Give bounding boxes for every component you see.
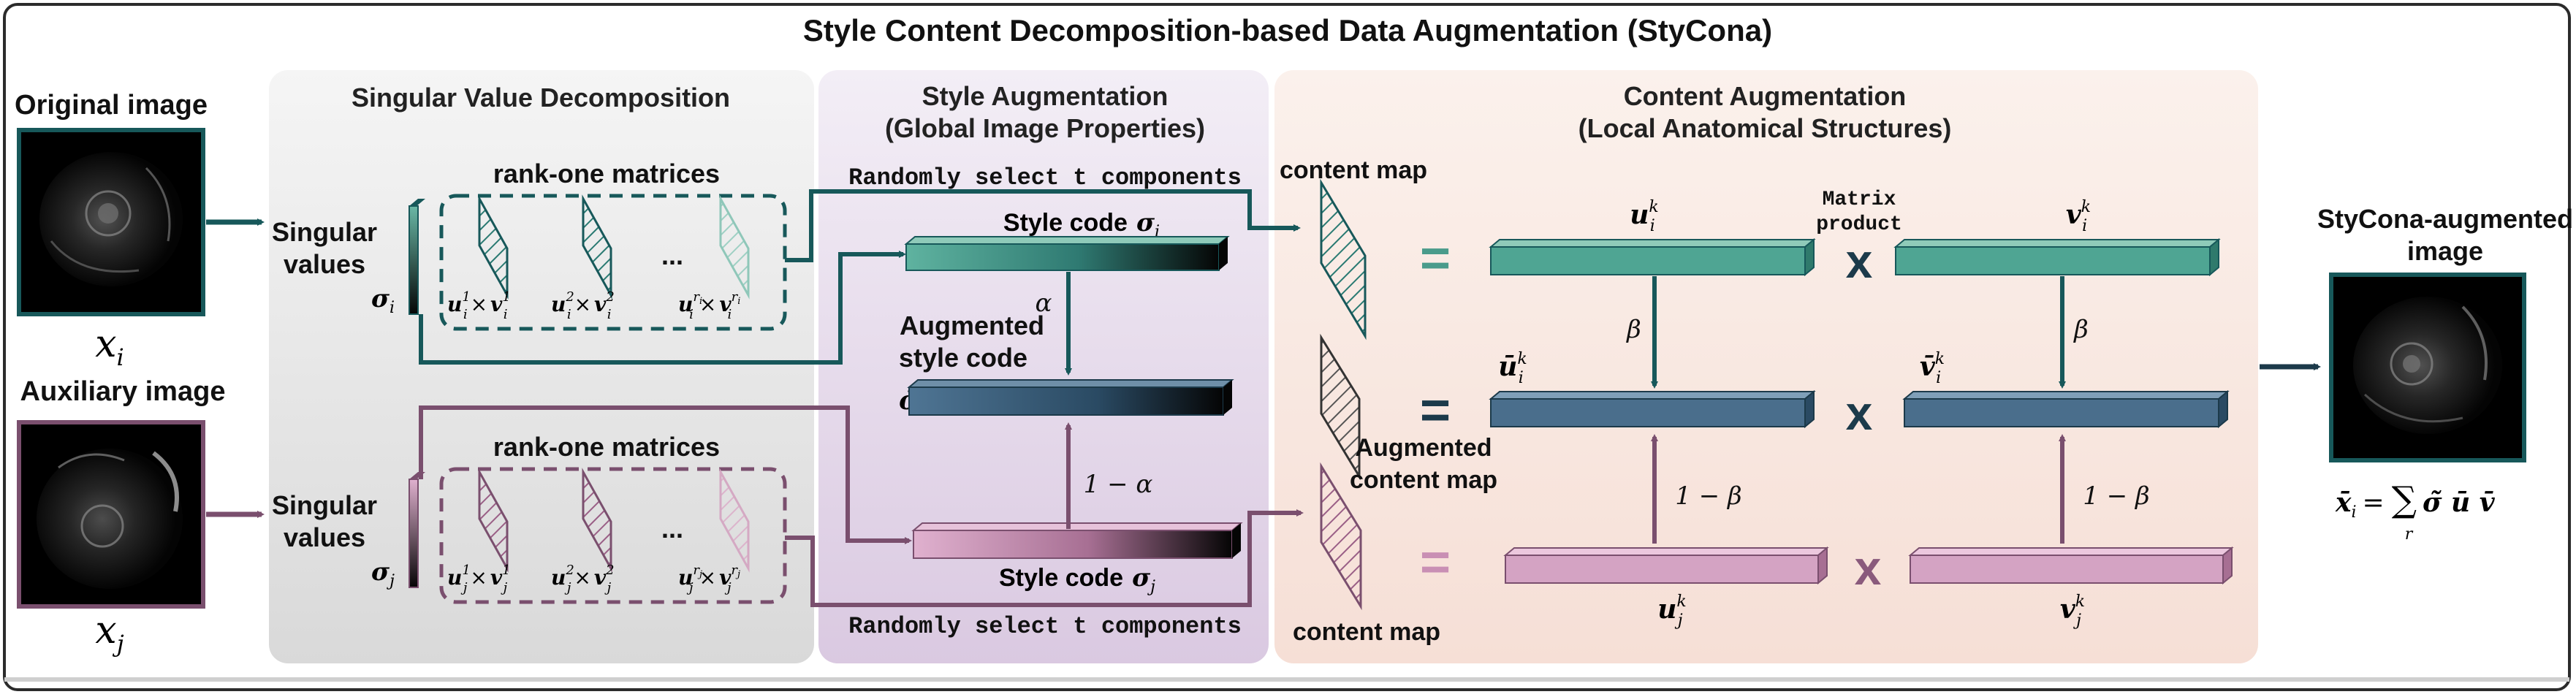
augmented-style-code-bar xyxy=(907,379,1234,416)
alpha-label: α xyxy=(1036,289,1052,318)
one-minus-alpha-label: 1 − α xyxy=(1084,470,1153,499)
content-map-bottom-label: content map xyxy=(1293,618,1440,646)
x-j-label: xj xyxy=(95,609,124,658)
svg-text:r: r xyxy=(2405,525,2414,544)
singular-values-bottom-1: Singular xyxy=(272,490,377,520)
select-components-top: Randomly select t components xyxy=(848,164,1242,191)
svd-panel xyxy=(269,70,814,663)
content-panel xyxy=(1274,70,2258,663)
auxiliary-image xyxy=(17,420,205,609)
teal-sigma-connector xyxy=(419,251,906,365)
content-map-bottom xyxy=(1320,462,1362,611)
content-map-top-label: content map xyxy=(1280,156,1427,184)
u-bottom-bar xyxy=(1503,546,1829,585)
outer-frame xyxy=(3,3,2571,691)
svg-text:x̄̄i=∑σ̃ ū v̄: x̄̄i=∑σ̃ ū v̄ xyxy=(2335,479,2496,522)
rank-one-bottom-matrix-1 xyxy=(478,468,509,573)
rank-one-top-matrix-2 xyxy=(582,194,612,300)
rank-one-bottom-ellipsis: ... xyxy=(661,514,683,544)
augmented-content-map-label-2: content map xyxy=(1350,466,1497,494)
x-i-label: xi xyxy=(95,322,124,371)
v-top-bar xyxy=(1893,237,2221,277)
teal-select-connector xyxy=(785,189,1301,262)
content-map-augmented xyxy=(1320,333,1361,481)
sigma-i-label: σi xyxy=(371,284,395,317)
singular-values-top-1: Singular xyxy=(272,217,377,247)
output-label-1: StyCona-augmented xyxy=(2317,204,2573,234)
style-code-bottom-bar xyxy=(911,522,1243,559)
content-title: Content Augmentation xyxy=(1624,81,1907,111)
u-top-bar xyxy=(1489,237,1816,277)
equals-top: = xyxy=(1420,229,1451,288)
times-middle: x xyxy=(1846,386,1873,440)
beta-label-u: β xyxy=(1625,315,1641,344)
equals-bottom: = xyxy=(1420,533,1451,592)
equals-middle: = xyxy=(1420,381,1451,440)
singular-values-top-2: values xyxy=(284,249,365,279)
style-code-top-bar xyxy=(904,236,1230,271)
times-top: x xyxy=(1846,234,1873,288)
content-map-top xyxy=(1320,178,1367,340)
rank-one-top-ellipsis: ... xyxy=(661,240,683,270)
auxiliary-image-label: Auxiliary image xyxy=(20,376,226,407)
select-components-bottom: Randomly select t components xyxy=(848,613,1242,640)
svd-title: Singular Value Decomposition xyxy=(352,83,730,113)
one-minus-beta-label-u: 1 − β xyxy=(1675,481,1741,511)
augmented-output-image xyxy=(2329,273,2526,462)
matrix-product-2: product xyxy=(1816,213,1902,236)
singular-values-bottom-2: values xyxy=(284,522,365,552)
plum-select-connector xyxy=(785,509,1304,607)
augmented-style-label-1: Augmented xyxy=(900,311,1044,340)
one-minus-beta-label-v: 1 − β xyxy=(2083,481,2149,511)
rank-one-bottom-matrix-r xyxy=(719,468,750,573)
rank-one-top-matrix-r xyxy=(719,194,750,300)
augmented-content-map-label-1: Augmented xyxy=(1356,434,1492,462)
augmented-style-label-2: style code xyxy=(899,343,1027,373)
diagram-title: Style Content Decomposition-based Data A… xyxy=(803,13,1772,47)
sigma-j-label: σj xyxy=(371,557,395,590)
v-mid-bar xyxy=(1902,389,2230,429)
rank-one-bottom-matrix-2 xyxy=(582,468,612,573)
rank-one-bottom-label: rank-one matrices xyxy=(493,432,720,462)
rank-one-top-matrix-1 xyxy=(478,194,509,300)
singular-values-bar-top xyxy=(409,199,425,315)
v-bottom-bar xyxy=(1908,546,2234,585)
matrix-product-1: Matrix xyxy=(1823,188,1896,211)
original-image-label: Original image xyxy=(15,90,208,121)
output-formula: x̄̄i=∑σ̃ ū v̄ r xyxy=(2335,479,2496,544)
style-panel xyxy=(818,70,1269,663)
times-bottom: x xyxy=(1855,541,1882,595)
content-subtitle: (Local Anatomical Structures) xyxy=(1578,113,1952,143)
plum-sigma-connector xyxy=(419,405,912,544)
rank-one-top-box xyxy=(439,194,787,331)
style-subtitle: (Global Image Properties) xyxy=(885,113,1205,143)
rank-one-bottom-box xyxy=(439,467,787,604)
u-mid-bar xyxy=(1489,389,1816,429)
style-title: Style Augmentation xyxy=(922,81,1169,111)
beta-label-v: β xyxy=(2072,315,2089,344)
original-image xyxy=(17,128,205,316)
rank-one-top-label: rank-one matrices xyxy=(493,159,720,188)
output-label-2: image xyxy=(2407,236,2483,266)
